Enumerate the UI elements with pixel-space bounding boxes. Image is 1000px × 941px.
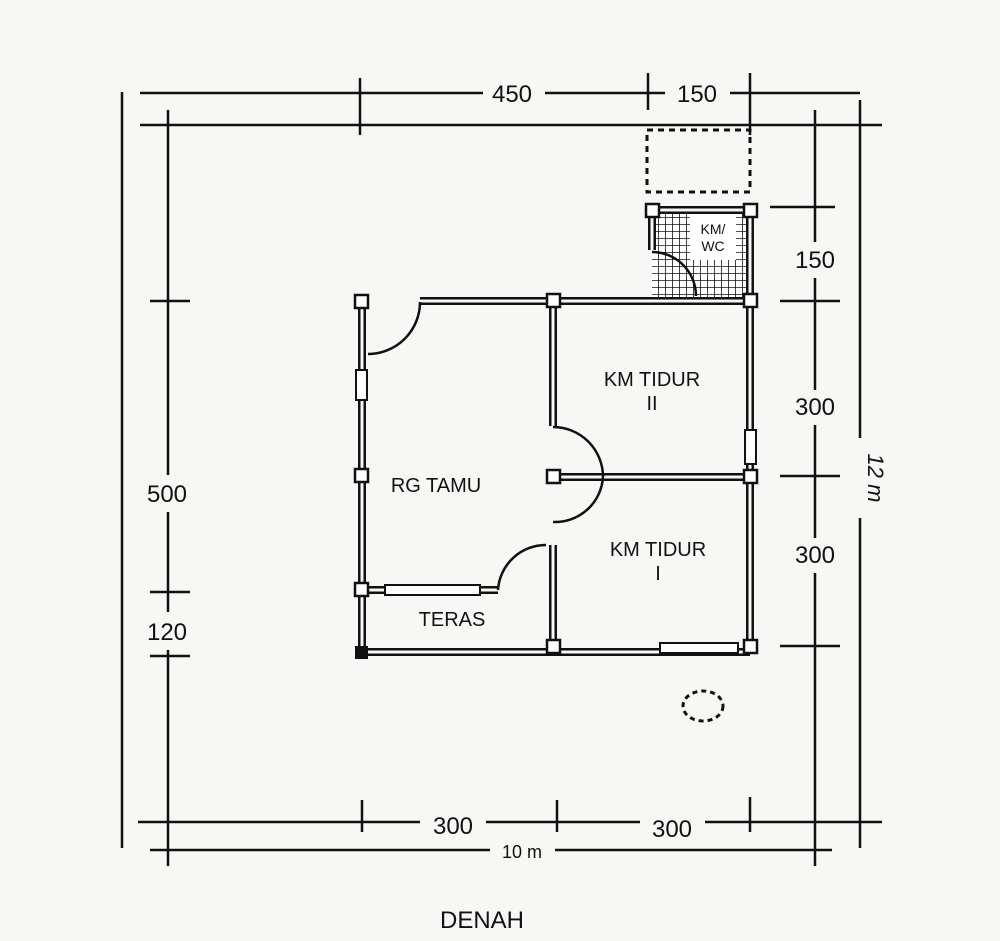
door-teras-swing bbox=[496, 543, 547, 591]
room-label-kmwc-2: WC bbox=[701, 238, 724, 254]
column bbox=[742, 202, 759, 219]
dim-bottom-total: 10 m bbox=[502, 842, 542, 862]
building-walls bbox=[353, 128, 759, 723]
dim-right-total: 12 m bbox=[863, 454, 888, 503]
door-bedroom1-swing bbox=[552, 476, 605, 524]
column bbox=[644, 202, 661, 219]
dim-top-150: 150 bbox=[677, 81, 717, 108]
room-label-kmwc-1: KM/ bbox=[701, 221, 726, 237]
room-label-tidur1-2: I bbox=[655, 563, 661, 585]
plan-title: DENAH bbox=[440, 907, 524, 934]
window-bedroom1-bottom bbox=[659, 642, 739, 654]
column bbox=[353, 293, 370, 310]
room-label-tamu: RG TAMU bbox=[391, 475, 481, 497]
column bbox=[742, 292, 759, 309]
door-bedroom2-swing bbox=[552, 425, 605, 478]
column bbox=[545, 468, 562, 485]
room-label-tidur2-1: KM TIDUR bbox=[604, 369, 700, 391]
dim-bottom-300-left: 300 bbox=[433, 813, 473, 840]
dim-left-500: 500 bbox=[147, 481, 187, 508]
dim-right-150: 150 bbox=[795, 247, 835, 274]
tree-marker bbox=[681, 689, 725, 723]
column bbox=[353, 467, 370, 484]
dim-right-300-upper: 300 bbox=[795, 394, 835, 421]
room-label-tidur2-2: II bbox=[646, 393, 657, 415]
dim-bottom-300-right: 300 bbox=[652, 816, 692, 843]
bathroom-label-box bbox=[690, 212, 736, 260]
column bbox=[545, 292, 562, 309]
dim-left-120: 120 bbox=[147, 619, 187, 646]
room-label-teras: TERAS bbox=[419, 609, 486, 631]
future-extension-outline bbox=[645, 128, 752, 194]
column-filled bbox=[355, 646, 368, 659]
dim-right-300-lower: 300 bbox=[795, 542, 835, 569]
column bbox=[742, 638, 759, 655]
door-entrance-swing bbox=[367, 301, 422, 356]
window-teras-wall bbox=[384, 584, 481, 596]
window-bedroom2-right bbox=[744, 429, 757, 465]
window-left-wall bbox=[355, 369, 368, 401]
room-label-tidur1-1: KM TIDUR bbox=[610, 539, 706, 561]
column bbox=[545, 638, 562, 655]
column bbox=[742, 468, 759, 485]
column bbox=[353, 581, 370, 598]
door-bathroom-swing bbox=[651, 250, 698, 297]
dim-top-450: 450 bbox=[492, 81, 532, 108]
dimension-lines bbox=[120, 73, 882, 866]
